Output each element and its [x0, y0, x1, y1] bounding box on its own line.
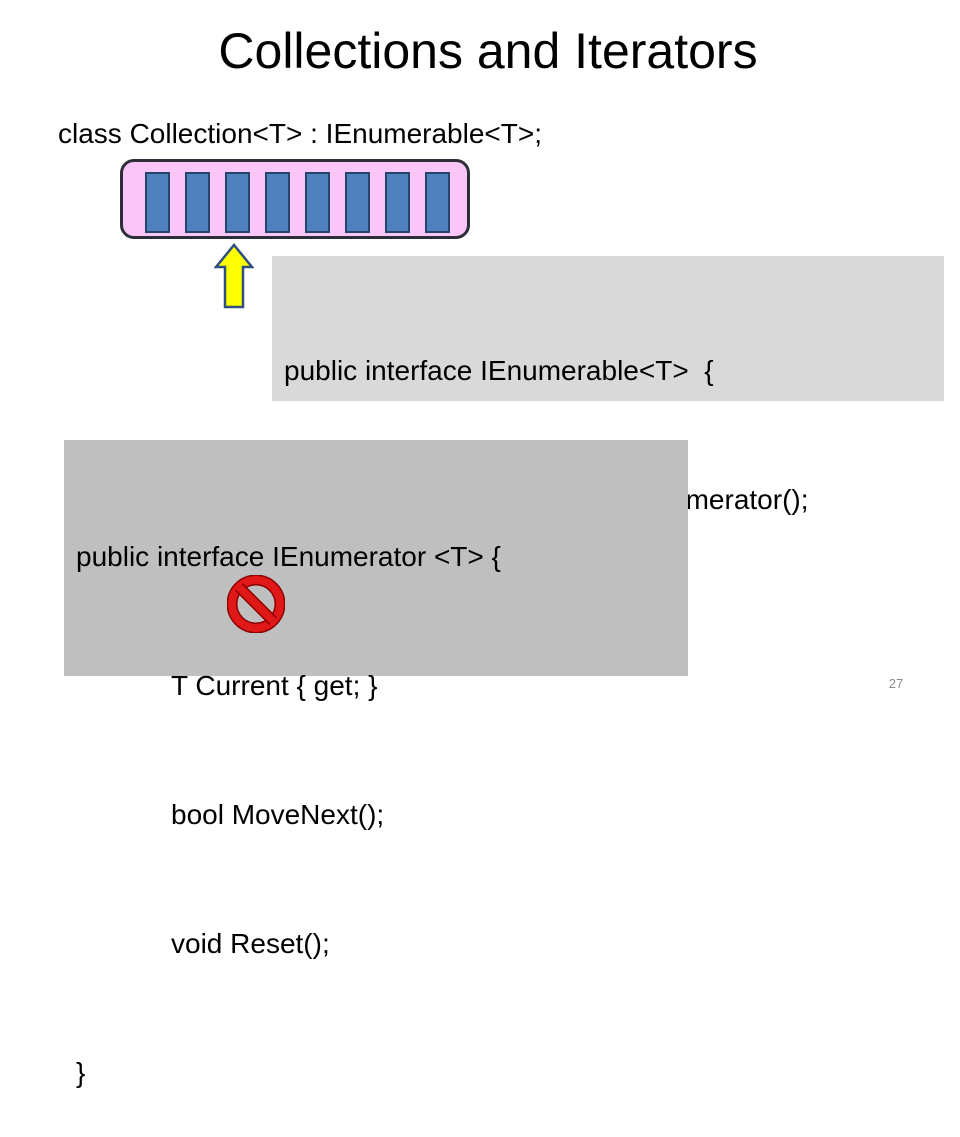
page-number: 27: [888, 676, 904, 691]
ienumerable-code-block: public interface IEnumerable<T> { IEnume…: [272, 256, 944, 644]
collection-item: [225, 172, 250, 233]
collection-item: [425, 172, 450, 233]
up-arrow-icon: [214, 243, 254, 309]
collection-item: [185, 172, 210, 233]
code-line: void Reset();: [171, 928, 330, 959]
no-entry-icon: [227, 575, 285, 633]
ienumerator-code-block: public interface IEnumerator <T> { T Cur…: [64, 440, 688, 1088]
code-line: T Current { get; }: [171, 670, 378, 701]
code-line: public interface IEnumerable<T> {: [284, 355, 714, 386]
code-line: }: [76, 1057, 86, 1088]
collection-container: [120, 159, 470, 239]
collection-item: [305, 172, 330, 233]
code-line: bool MoveNext();: [171, 799, 385, 830]
collection-item: [385, 172, 410, 233]
collection-item: [345, 172, 370, 233]
slide-title: Collections and Iterators: [218, 23, 758, 79]
class-declaration: class Collection<T> : IEnumerable<T>;: [58, 118, 543, 149]
code-line: public interface IEnumerator <T> {: [76, 541, 501, 572]
collection-item: [145, 172, 170, 233]
collection-item: [265, 172, 290, 233]
